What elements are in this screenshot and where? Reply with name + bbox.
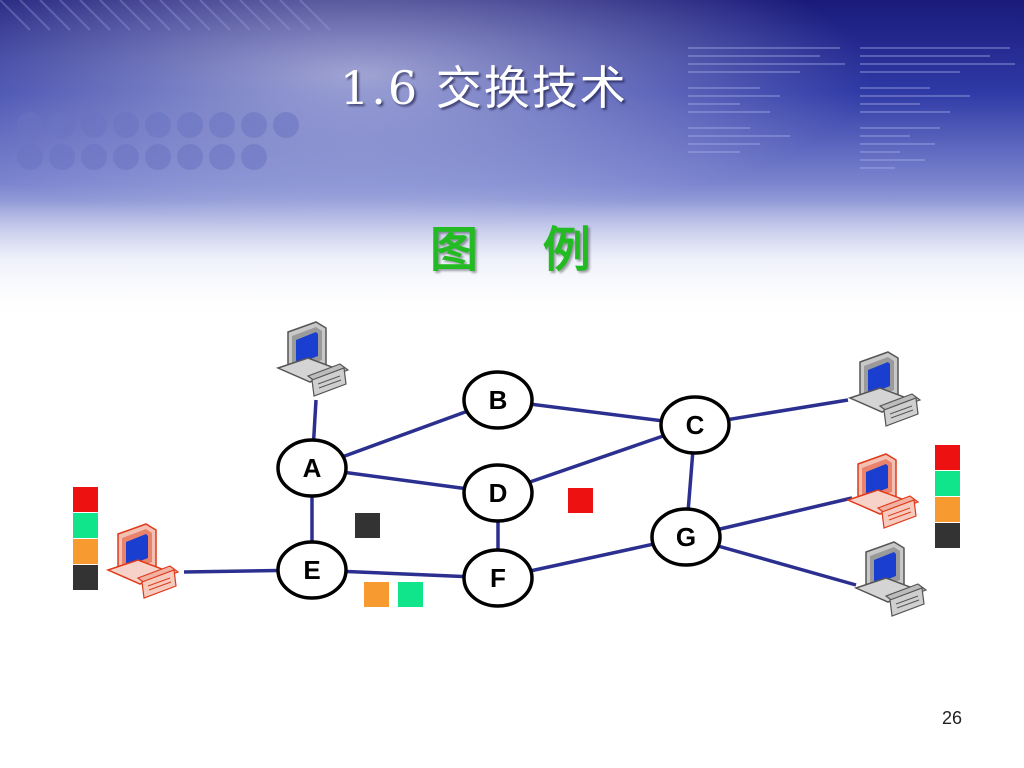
packet-near-d: [568, 488, 593, 513]
network-packets: [355, 488, 593, 607]
host-top-computer-icon: [277, 321, 349, 397]
slide-title: 1.6 交换技术: [340, 61, 628, 115]
host-right-mid-computer-icon: [847, 453, 919, 529]
right-stack-packet-2: [935, 497, 960, 522]
right-stack-packet-1: [935, 471, 960, 496]
node-label-c: C: [686, 410, 705, 440]
node-c: [659, 395, 731, 455]
node-label-g: G: [676, 522, 696, 552]
node-label-d: D: [489, 478, 508, 508]
host-left-computer-icon: [107, 523, 179, 599]
left-stack-packet-0: [73, 487, 98, 512]
node-label-e: E: [303, 555, 320, 585]
left-stack-packet-1: [73, 513, 98, 538]
packet-near-a: [355, 513, 380, 538]
decorative-stripes: [0, 0, 331, 31]
node-f: [462, 548, 534, 608]
host-right-top-computer-icon: [849, 351, 921, 427]
node-b: [462, 370, 534, 430]
network-nodes: A B C D E F G: [276, 370, 731, 608]
packet-near-e-green: [398, 582, 423, 607]
right-stack-packet-3: [935, 523, 960, 548]
right-stack-packet-0: [935, 445, 960, 470]
decorative-code-lines: [688, 47, 1015, 169]
node-a: [276, 438, 348, 498]
node-d: [462, 463, 534, 523]
node-label-b: B: [489, 385, 508, 415]
node-label-a: A: [303, 453, 322, 483]
host-right-bottom-computer-icon: [855, 541, 927, 617]
left-stack-packet-3: [73, 565, 98, 590]
node-g: [650, 507, 722, 567]
node-e: [276, 540, 348, 600]
packet-near-e-orange: [364, 582, 389, 607]
node-label-f: F: [490, 563, 506, 593]
legend-title: 图 例: [430, 222, 615, 278]
left-stack-packet-2: [73, 539, 98, 564]
packet-stacks: [73, 445, 960, 590]
decorative-dots: [17, 112, 299, 170]
page-number: 26: [941, 708, 962, 728]
